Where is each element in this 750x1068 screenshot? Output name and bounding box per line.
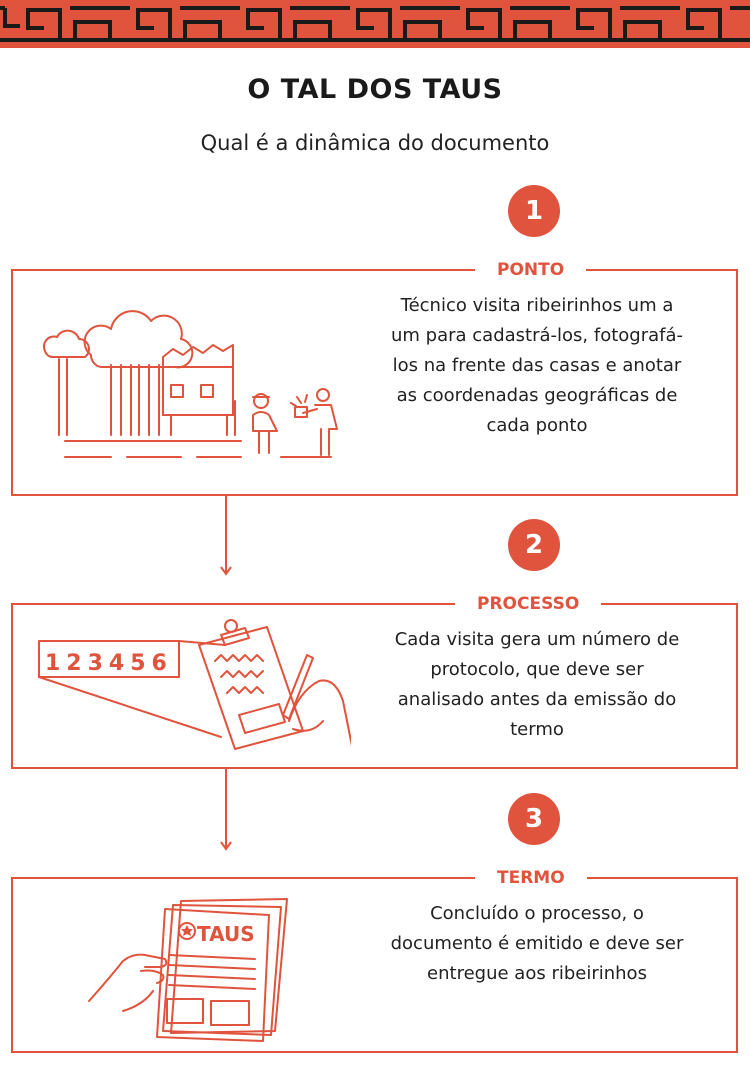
- connector-arrow: [220, 769, 232, 851]
- page-subtitle: Qual é a dinâmica do documento: [200, 131, 550, 155]
- page-title: O TAL DOS TAUS: [247, 74, 503, 105]
- step-number-badge: 2: [508, 519, 560, 571]
- step-number-badge: 3: [508, 793, 560, 845]
- protocol-number: 123456: [45, 651, 173, 676]
- step-description: Cada visita gera um número de protocolo,…: [394, 629, 680, 740]
- step-panel-ponto: PONTO Técnico visita ribeirinhos um a um…: [11, 259, 738, 496]
- greek-key-border: [0, 0, 750, 48]
- protocol-clipboard-illustration: 123456: [38, 619, 351, 750]
- step-label: PROCESSO: [455, 593, 602, 615]
- step-label: TERMO: [475, 867, 587, 889]
- step-panel-termo: TERMO Concluído o processo, o documento …: [11, 867, 738, 1053]
- step-label: PONTO: [475, 259, 587, 281]
- step-description: Concluído o processo, o documento é emit…: [390, 903, 684, 984]
- document-brand: TAUS: [197, 922, 255, 946]
- riverside-house-visit-illustration: [42, 310, 338, 458]
- taus-document-illustration: TAUS: [88, 898, 288, 1042]
- connector-arrow: [220, 496, 232, 576]
- step-number-badge: 1: [508, 185, 560, 237]
- step-panel-processo: PROCESSO Cada visita gera um número de p…: [11, 593, 738, 769]
- step-description: Técnico visita ribeirinhos um a um para …: [391, 295, 683, 436]
